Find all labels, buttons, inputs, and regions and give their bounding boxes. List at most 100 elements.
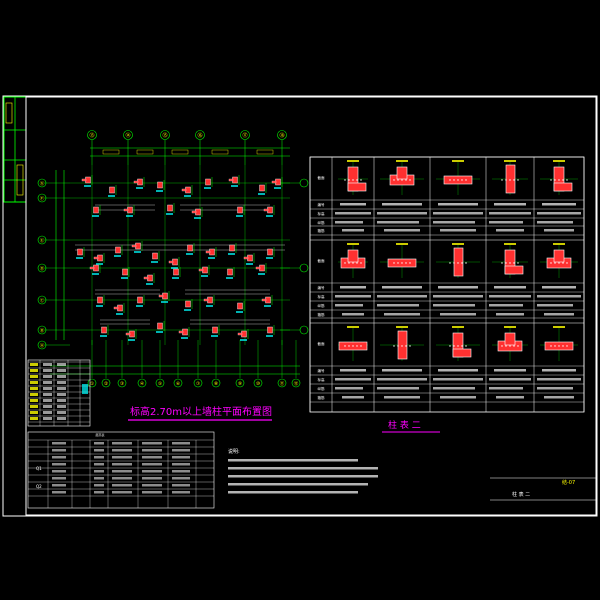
column-block [127, 206, 133, 214]
schedule-cell [544, 313, 574, 316]
column-section [338, 326, 368, 361]
schedule-row-label: 纵筋 [318, 386, 326, 391]
schedule-frame [309, 156, 585, 413]
schedule-cell [433, 221, 475, 224]
column-flange [158, 294, 164, 298]
rebar-dot [453, 345, 455, 347]
schedule-row-label: 截面 [318, 175, 326, 180]
detail-cell [172, 491, 190, 494]
column-marker [166, 203, 175, 215]
column-marker [226, 267, 235, 279]
column-block [97, 296, 103, 304]
column-tag [236, 215, 243, 217]
column-marker [81, 175, 93, 187]
column-tag [264, 305, 271, 307]
section-dim [452, 243, 464, 245]
sheet-border [2, 95, 598, 517]
rebar-dot [457, 179, 459, 181]
note-line [228, 491, 358, 494]
schedule-row-label: 纵筋 [318, 303, 326, 308]
schedule-cell [377, 378, 427, 381]
axis-bubble [101, 378, 111, 388]
column-tag [258, 273, 265, 275]
axis-label: ⑩ [256, 381, 260, 387]
axis-bubble [195, 130, 205, 140]
column-tag [194, 217, 201, 219]
schedule-cell [433, 295, 483, 298]
detail-row-label: Q2 [36, 484, 42, 489]
column-tag [146, 283, 153, 285]
detail-cell [94, 449, 104, 452]
section-dim [504, 243, 516, 245]
column-tag [226, 277, 233, 279]
axis-bubble [299, 325, 309, 335]
schedule-cell [335, 304, 363, 307]
column-section [436, 243, 480, 278]
column-flange [228, 178, 234, 182]
column-block [172, 258, 178, 266]
level-cell [57, 411, 66, 414]
rebar-dot [397, 179, 399, 181]
schedule-row-label: 编号 [318, 285, 326, 290]
rebar-dot [465, 345, 467, 347]
axis-label: ⑧ [214, 381, 218, 387]
rebar-dot [517, 262, 519, 264]
axis-label: Ⓒ [40, 297, 45, 304]
schedule-cell [384, 229, 420, 232]
column-tag [108, 195, 115, 197]
schedule-cell [494, 203, 526, 206]
level-cell [43, 399, 52, 402]
column-tag [84, 185, 91, 187]
column-block [232, 176, 238, 184]
column-flange [237, 332, 243, 336]
rebar-dot [558, 345, 560, 347]
column-section [492, 160, 528, 195]
column-block [241, 330, 247, 338]
axis-bubble [87, 130, 97, 140]
axis-bubble [253, 378, 263, 388]
schedule-cell [496, 229, 524, 232]
detail-cell [112, 491, 132, 494]
column-block [85, 176, 91, 184]
rebar-dot [558, 179, 560, 181]
axis-bubble [87, 378, 97, 388]
schedule-cell [544, 229, 574, 232]
section-shape [452, 348, 472, 358]
column-tag [172, 277, 179, 279]
schedule-cell [489, 295, 531, 298]
rebar-dot [550, 345, 552, 347]
column-block [97, 254, 103, 262]
axis-label: ⑯ [197, 132, 202, 139]
axis-bubble [277, 378, 287, 388]
schedule-cell [433, 378, 483, 381]
level-cell [30, 411, 38, 414]
axis-label: ⑱ [279, 132, 284, 139]
column-marker [271, 177, 283, 189]
column-flange [93, 256, 99, 260]
axis-bubble [173, 378, 183, 388]
dimension-text [136, 149, 154, 155]
schedule-row-label: 编号 [318, 368, 326, 373]
column-marker [205, 247, 217, 259]
section-shape [347, 249, 359, 263]
rebar-dot [401, 262, 403, 264]
level-cell [30, 369, 38, 372]
column-marker [133, 177, 145, 189]
column-flange [181, 188, 187, 192]
column-block [267, 206, 273, 214]
note-line [228, 467, 378, 470]
column-tag [204, 187, 211, 189]
column-tag [92, 215, 99, 217]
rebar-dot [517, 179, 519, 181]
rebar-dot [562, 345, 564, 347]
axis-bubble [235, 378, 245, 388]
level-cell [57, 369, 66, 372]
level-cell [57, 417, 66, 420]
detail-cell [112, 449, 132, 452]
level-cell [43, 369, 52, 372]
drawing-frame [25, 96, 597, 516]
detail-cell [142, 484, 162, 487]
column-block [212, 326, 218, 334]
rebar-dot [501, 179, 503, 181]
axis-bubble [299, 178, 309, 188]
